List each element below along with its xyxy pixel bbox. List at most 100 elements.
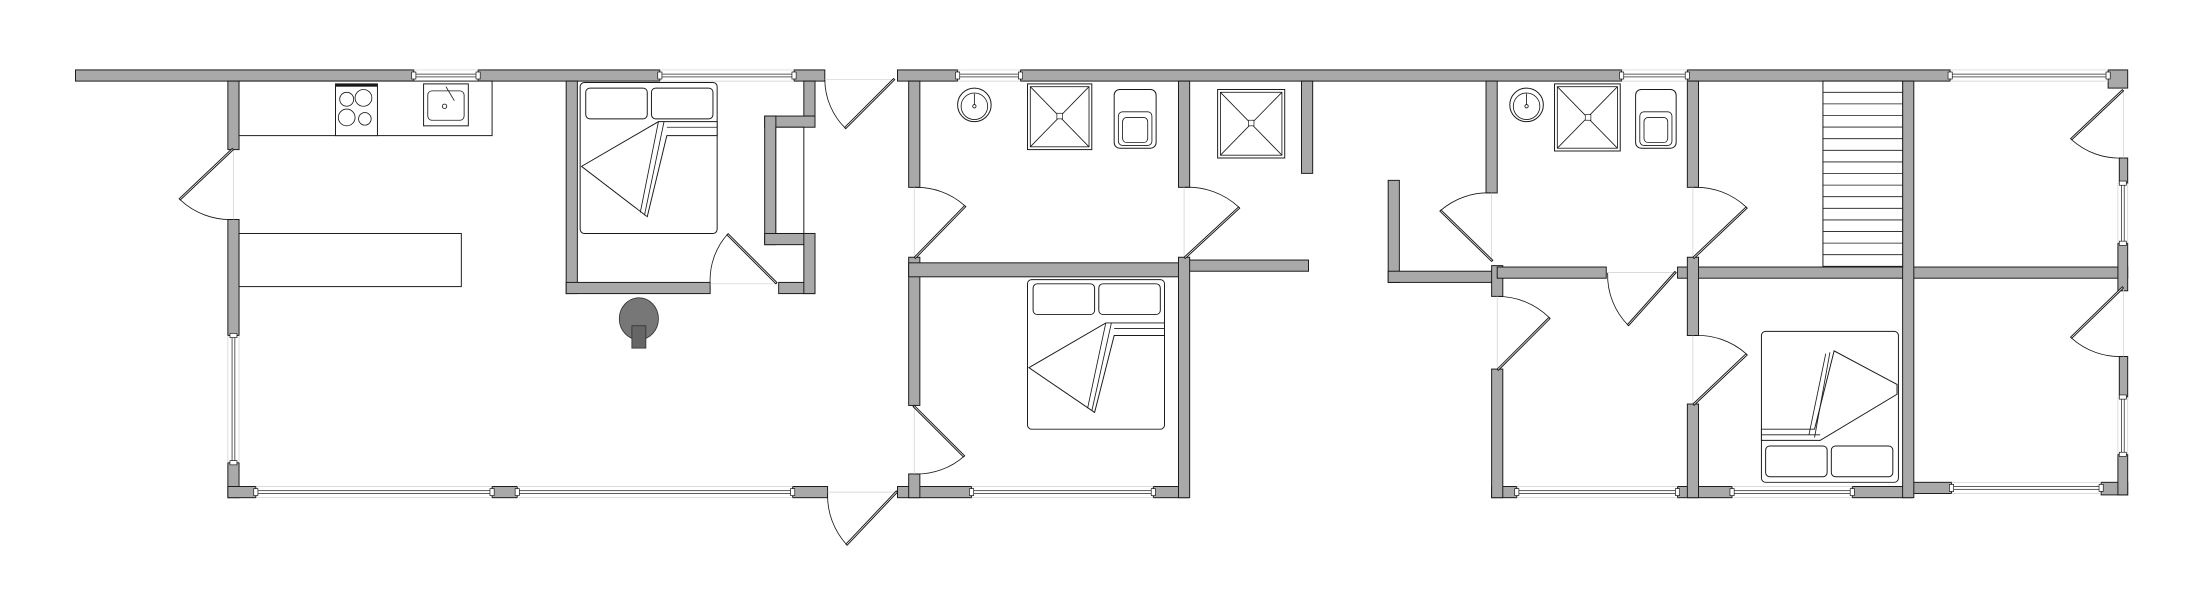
window-jamb	[955, 71, 961, 80]
wall	[908, 80, 921, 188]
wall	[227, 80, 240, 151]
window-jamb	[475, 71, 481, 80]
wall	[1496, 266, 1607, 279]
wall	[1491, 368, 1504, 499]
window	[969, 486, 1156, 499]
window-jamb	[2105, 71, 2111, 80]
window-glass	[255, 490, 493, 494]
double-bed-icon	[1027, 279, 1165, 430]
window-glass	[231, 335, 236, 464]
window-glass	[1731, 490, 1853, 494]
wall	[1911, 481, 1953, 494]
wall	[1301, 80, 1314, 174]
door-leaf	[2069, 88, 2125, 141]
wall	[565, 281, 711, 295]
door-leaf	[1439, 209, 1494, 263]
window-jamb	[1947, 71, 1953, 80]
door-swing-arc	[1607, 272, 1629, 327]
window	[955, 69, 1023, 82]
door-swing-arc	[1439, 192, 1492, 212]
window	[1514, 486, 1680, 499]
window-jamb	[790, 488, 796, 496]
wall	[2107, 69, 2129, 89]
door-swing-arc	[180, 199, 234, 220]
window-glass	[971, 490, 1154, 494]
window-jamb	[657, 71, 663, 80]
door	[178, 147, 235, 220]
wall	[1686, 256, 1700, 337]
door-leaf	[2069, 286, 2125, 340]
door	[709, 232, 778, 285]
window-glass	[516, 490, 793, 494]
window	[2117, 180, 2129, 246]
staircase-icon	[1822, 80, 1904, 268]
door	[1607, 270, 1677, 327]
window	[411, 69, 481, 82]
door-swing-arc	[1184, 186, 1239, 208]
door-swing-arc	[827, 492, 848, 546]
window-jamb	[2118, 240, 2127, 246]
window-glass	[2121, 396, 2125, 455]
window	[657, 69, 797, 82]
wall	[1387, 179, 1400, 283]
window	[514, 486, 796, 499]
door-leaf	[912, 404, 966, 458]
window-jamb	[2118, 180, 2127, 186]
wall	[2117, 242, 2129, 292]
heater-icon	[618, 297, 659, 349]
window-jamb	[1729, 488, 1735, 496]
window-jamb	[489, 488, 495, 496]
window-glass	[1951, 486, 2102, 490]
wall	[1184, 259, 1309, 272]
door	[1496, 295, 1551, 371]
wall	[908, 473, 921, 499]
wall	[1686, 403, 1700, 499]
door-leaf	[1692, 353, 1748, 406]
wall	[2117, 453, 2129, 496]
wall	[2118, 157, 2129, 184]
wall	[803, 80, 816, 117]
window	[1949, 481, 2104, 494]
wall	[803, 232, 816, 295]
window	[1619, 69, 1690, 82]
wall	[1485, 80, 1498, 194]
wall	[2118, 356, 2129, 398]
window-glass	[1621, 73, 1688, 78]
window-glass	[2121, 182, 2125, 244]
wall	[897, 69, 959, 82]
closet	[775, 126, 805, 234]
window-jamb	[2098, 484, 2104, 492]
wall	[75, 69, 415, 82]
window-jamb	[411, 71, 417, 80]
kitchen-sink-icon	[423, 83, 469, 127]
toilet-icon	[1635, 88, 1677, 149]
window-jamb	[1675, 488, 1680, 496]
window	[1729, 486, 1855, 499]
window-jamb	[1150, 488, 1156, 496]
bathroom-fixtures	[957, 83, 1677, 159]
window-jamb	[229, 460, 238, 466]
door-leaf	[726, 232, 778, 285]
door	[2069, 286, 2125, 357]
wall	[1177, 256, 1191, 499]
window-glass	[1516, 490, 1678, 494]
door-leaf	[913, 204, 967, 260]
window-jamb	[1849, 488, 1855, 496]
door-leaf	[1692, 206, 1748, 260]
window-jamb	[2118, 451, 2127, 457]
windows	[227, 69, 2129, 499]
wall	[227, 219, 240, 337]
window	[1947, 69, 2111, 82]
window-jamb	[1619, 71, 1625, 80]
wall	[793, 69, 826, 82]
door	[824, 77, 896, 130]
shower-icon	[1554, 83, 1621, 152]
washbasin-icon	[957, 87, 992, 123]
stove-icon	[335, 83, 378, 137]
door-leaf	[845, 490, 899, 546]
door-swing-arc	[914, 455, 965, 475]
door	[827, 490, 899, 546]
window	[253, 486, 495, 499]
wall	[908, 256, 921, 406]
